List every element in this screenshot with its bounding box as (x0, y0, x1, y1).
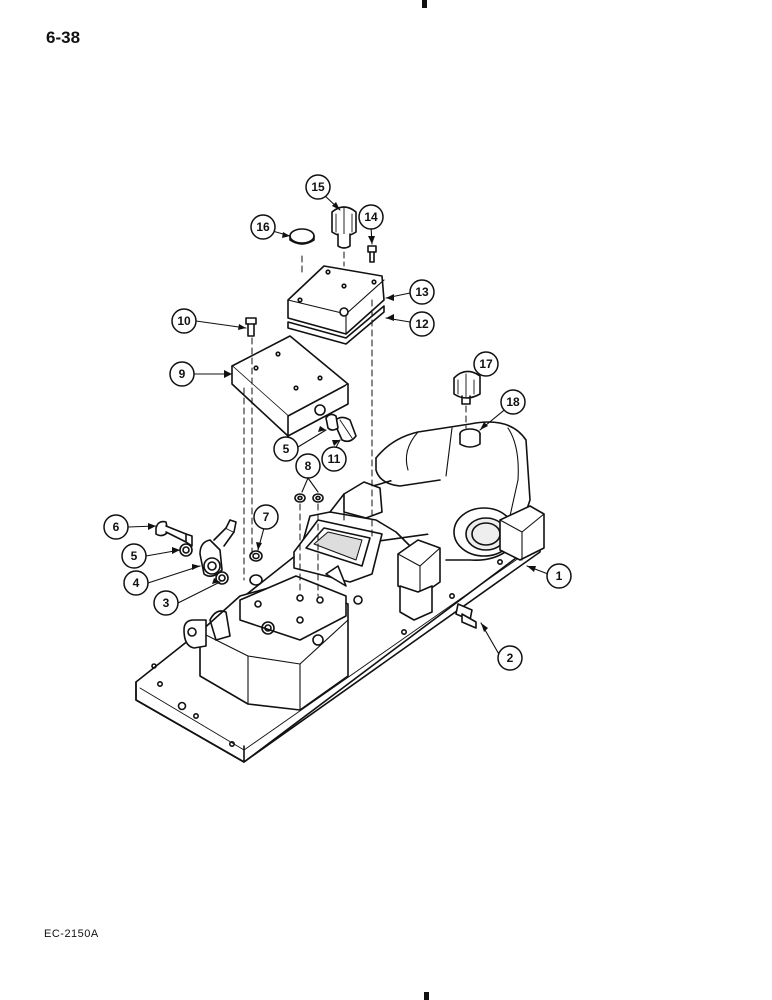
washer (215, 571, 229, 585)
callout-2-circle (497, 645, 523, 671)
filler-plug (459, 428, 481, 448)
callout-9-circle (169, 361, 195, 387)
callout-3-label: 3 (163, 596, 170, 610)
callout-5b-label: 5 (283, 442, 290, 456)
callout-7-label: 7 (263, 510, 270, 524)
callout-10-circle (171, 308, 197, 334)
o-rings-small (294, 493, 324, 503)
callout-15-circle (305, 174, 331, 200)
bottom-registration-mark (424, 992, 429, 1000)
callout-2-label: 2 (507, 651, 514, 665)
callout-17-circle (473, 351, 499, 377)
callout-16-label: 16 (256, 220, 270, 234)
callout-9-label: 9 (179, 367, 186, 381)
callout-14-label: 14 (364, 210, 378, 224)
callout-16-circle (250, 214, 276, 240)
callout-18-circle (500, 389, 526, 415)
callout-12-circle (409, 311, 435, 337)
callout-14-circle (358, 204, 384, 230)
callout-1-circle (546, 563, 572, 589)
callout-18-label: 18 (506, 395, 520, 409)
callout-11-label: 11 (328, 452, 341, 466)
block-bolt (245, 317, 257, 337)
top-registration-mark (422, 0, 427, 8)
breather-cap (453, 370, 481, 405)
banjo-bolt (155, 520, 193, 547)
callout-10-label: 10 (177, 314, 191, 328)
callout-8-label: 8 (305, 459, 312, 473)
callout-11-circle (321, 446, 347, 472)
callout-13-label: 13 (415, 285, 429, 299)
callout-6-circle (103, 514, 129, 540)
callout-13-circle (409, 279, 435, 305)
callout-12-label: 12 (415, 317, 429, 331)
blanking-cap (289, 228, 315, 245)
page-number: 6-38 (46, 28, 81, 47)
seal-ring (179, 543, 193, 557)
cover-gasket (287, 305, 385, 345)
elbow-fitting (325, 413, 357, 443)
callout-5b-circle (273, 436, 299, 462)
callout-15-label: 15 (311, 180, 325, 194)
callout-8-circle (295, 453, 321, 479)
callout-1-label: 1 (556, 569, 563, 583)
figure-code: EC-2150A (44, 928, 99, 940)
callout-3-circle (153, 590, 179, 616)
callout-4-circle (123, 570, 149, 596)
callout-5a-label: 5 (131, 549, 138, 563)
filler-knob (331, 206, 357, 249)
o-ring-large (249, 550, 263, 586)
callout-4-label: 4 (133, 576, 140, 590)
cover-screw (367, 245, 377, 263)
drain-plug (455, 603, 477, 629)
banjo-fitting (199, 519, 237, 578)
callout-7-circle (253, 504, 279, 530)
top-cover (287, 265, 385, 335)
valve-block (231, 335, 349, 437)
callout-5a-circle (121, 543, 147, 569)
lift-housing-cover (135, 421, 545, 763)
callout-6-label: 6 (113, 520, 120, 534)
callout-17-label: 17 (479, 357, 493, 371)
